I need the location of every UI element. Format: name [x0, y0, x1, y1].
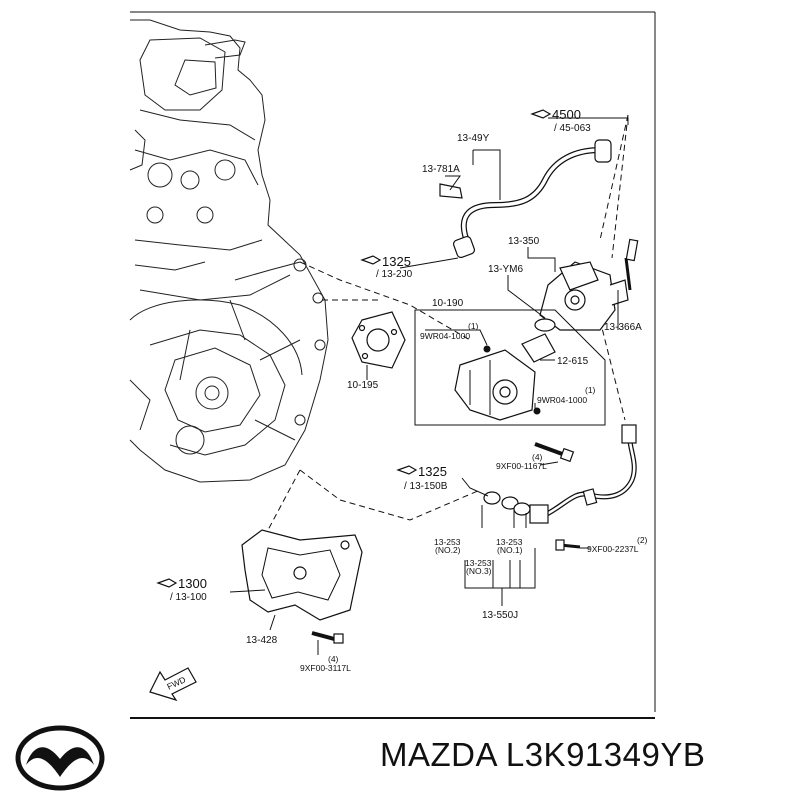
label-9WR04-1000-b: 9WR04-1000	[537, 395, 587, 405]
label-10-195: 10-195	[347, 380, 379, 391]
svg-text:1300: 1300	[178, 576, 207, 591]
label-13-550J: 13-550J	[482, 610, 518, 621]
svg-text:/ 13-150B: / 13-150B	[404, 481, 448, 492]
fuel-pipe-13-550J	[529, 424, 637, 551]
label-10-190: 10-190	[432, 298, 464, 309]
o-rings-13-253	[483, 491, 531, 516]
high-pressure-pump-13-350	[534, 238, 639, 332]
label-13-253-no2-part: 13-253	[434, 537, 461, 547]
label-9WR04-1000-a: 9WR04-1000	[420, 331, 470, 341]
callout-4500: 4500 / 45-063	[530, 107, 591, 134]
label-qty-4-a: (4)	[532, 452, 543, 462]
label-9XF00-2237L: 9XF00-2237L	[587, 544, 639, 554]
svg-text:1325: 1325	[418, 464, 447, 479]
label-13-781A: 13-781A	[422, 164, 460, 175]
dashed-leader-hose	[599, 114, 629, 259]
label-12-615: 12-615	[557, 356, 589, 367]
svg-text:1325: 1325	[382, 254, 411, 269]
dashed-leader-bracket	[267, 469, 481, 531]
bolt-9XF00-1167L	[534, 442, 575, 463]
label-13-253-no1-part: 13-253	[496, 537, 523, 547]
label-qty-1-b: (1)	[585, 385, 596, 395]
svg-text:/ 45-063: / 45-063	[554, 123, 591, 134]
label-13-366A: 13-366A	[604, 322, 642, 333]
label-13-350: 13-350	[508, 236, 540, 247]
mazda-logo-icon	[15, 725, 105, 791]
label-13-253-no1: (NO.1)	[497, 545, 523, 555]
callout-1300: 1300 / 13-100	[156, 576, 207, 603]
label-13-253-no3: (NO.3)	[466, 566, 492, 576]
dashed-leader-pump	[299, 261, 471, 341]
label-9XF00-1167L: 9XF00-1167L	[496, 461, 547, 471]
label-qty-2: (2)	[637, 535, 648, 545]
label-13-49Y: 13-49Y	[457, 133, 490, 144]
label-13-253-no3-part: 13-253	[465, 558, 492, 568]
bracket-13-428	[241, 529, 363, 644]
fuel-hose-13-49Y	[439, 139, 612, 259]
label-13-YM6: 13-YM6	[488, 264, 523, 275]
housing-10-190	[414, 309, 606, 426]
callout-1325-a: 1325 / 13-2J0	[360, 254, 413, 280]
svg-text:/ 13-100: / 13-100	[170, 592, 207, 603]
label-9XF00-3117L: 9XF00-3117L	[300, 663, 351, 673]
label-13-253-no2: (NO.2)	[435, 545, 461, 555]
svg-text:/ 13-2J0: / 13-2J0	[376, 269, 413, 280]
fwd-arrow-icon: FWD	[149, 667, 197, 702]
engine-block-drawing	[129, 19, 329, 483]
gasket-10-195	[351, 311, 406, 369]
label-qty-1-a: (1)	[468, 321, 479, 331]
dashed-leader-pipe	[599, 319, 626, 421]
label-qty-4-b: (4)	[328, 654, 339, 664]
label-13-428: 13-428	[246, 635, 278, 646]
label-leader-lines	[229, 117, 629, 655]
part-labels: 13-49Y 13-781A 13-350 13-YM6 13-366A 10-…	[246, 133, 648, 673]
callout-1325-b: 1325 / 13-150B	[396, 464, 448, 492]
part-number-title: MAZDA L3K91349YB	[380, 736, 706, 773]
svg-text:4500: 4500	[552, 107, 581, 122]
